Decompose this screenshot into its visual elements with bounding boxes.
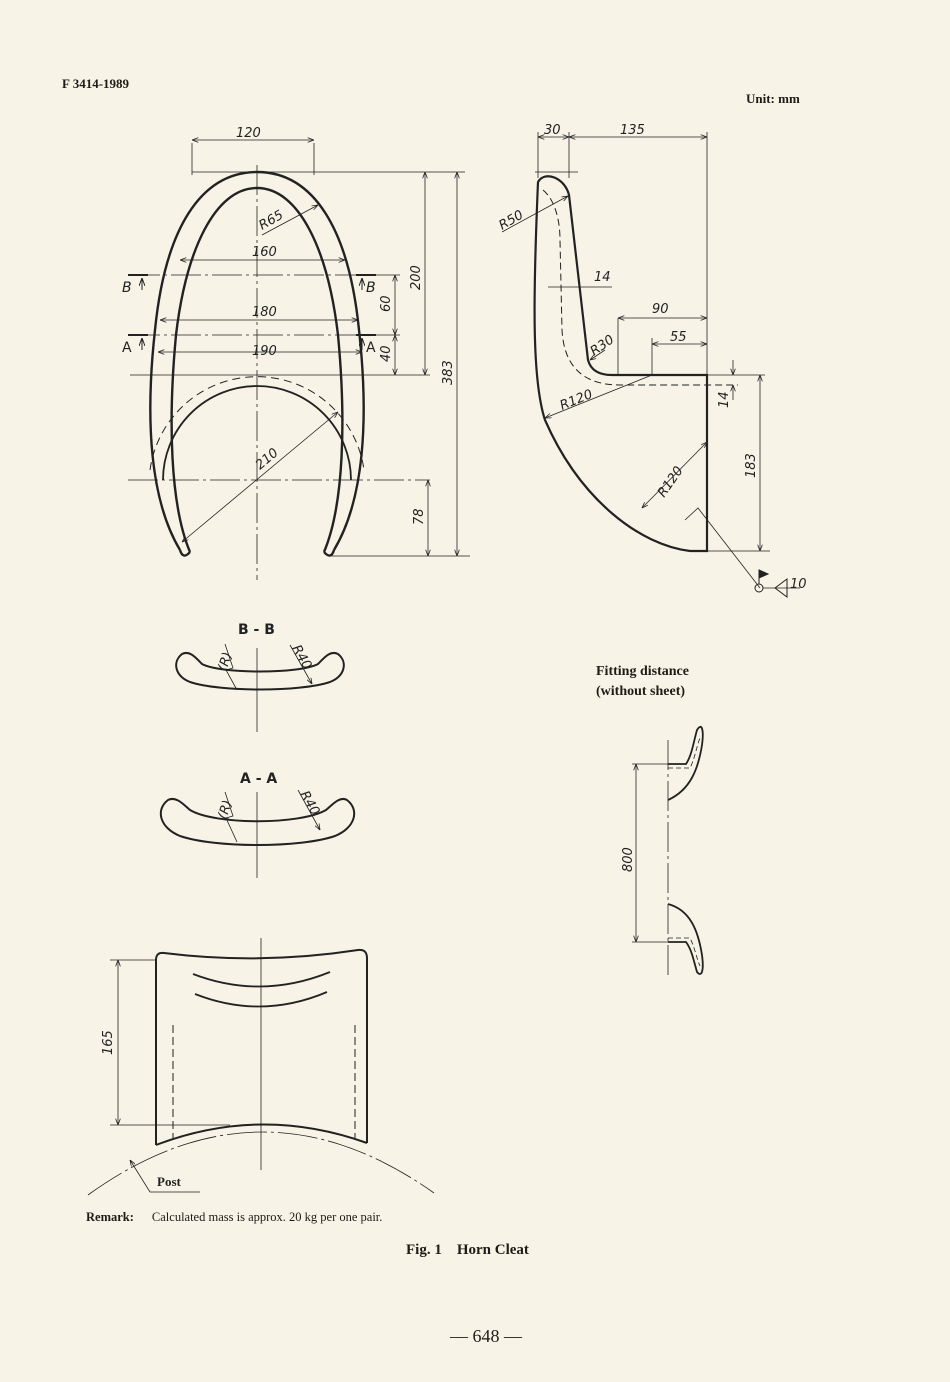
unit-label: Unit: mm: [746, 91, 800, 106]
section-aa-labels: A - A (R) R40: [216, 771, 323, 821]
fitting-title-line2: (without sheet): [596, 684, 686, 699]
remark-label: Remark:: [86, 1210, 134, 1224]
dim-30: 30: [544, 123, 561, 138]
section-mark-b-right: B: [366, 280, 376, 296]
bottom-view: [87, 938, 435, 1196]
figure-caption: Fig. 1 Horn Cleat: [406, 1242, 529, 1258]
weld-size: 10: [790, 577, 807, 592]
section-bb: [175, 643, 345, 732]
remark: Remark: Calculated mass is approx. 20 kg …: [86, 1210, 382, 1225]
page-number: — 648 —: [450, 1326, 522, 1346]
section-mark-b-left: B: [122, 280, 132, 296]
dim-60: 60: [379, 295, 394, 312]
section-bb-radius-r: (R): [216, 650, 236, 673]
dim-r120-upper: R120: [558, 387, 595, 414]
dim-78: 78: [412, 508, 427, 525]
dim-190: 190: [252, 344, 277, 359]
section-bb-title: B - B: [238, 622, 275, 638]
dim-383: 383: [441, 360, 456, 385]
fitting-distance-value: 800: [621, 847, 636, 872]
remark-text: Calculated mass is approx. 20 kg per one…: [151, 1210, 383, 1224]
post-label: Post: [157, 1174, 182, 1189]
dim-40: 40: [379, 345, 394, 362]
dim-14-thickness: 14: [594, 270, 611, 285]
section-mark-a-left: A: [122, 340, 132, 356]
dim-120: 120: [236, 126, 261, 141]
dim-180: 180: [252, 305, 277, 320]
fitting-diagram: [632, 725, 704, 975]
dim-r50: R50: [497, 208, 527, 234]
side-view: [501, 132, 800, 598]
dim-135: 135: [620, 123, 645, 138]
dim-r30: R30: [588, 332, 618, 359]
bottom-view-labels: 165 Post: [101, 1030, 182, 1189]
dim-200: 200: [409, 265, 424, 290]
section-aa: [159, 789, 356, 878]
section-aa-radius-r: (R): [216, 798, 236, 821]
dim-165: 165: [101, 1030, 116, 1055]
section-bb-labels: B - B (R) R40: [216, 622, 315, 673]
dim-14-height: 14: [717, 391, 732, 408]
dim-55: 55: [670, 330, 687, 345]
section-aa-title: A - A: [240, 771, 277, 787]
dim-r120-lower: R120: [655, 464, 687, 500]
fitting-title: Fitting distance (without sheet): [596, 662, 689, 702]
dim-90: 90: [652, 302, 669, 317]
standard-number: F 3414-1989: [62, 76, 130, 91]
dim-160: 160: [252, 245, 277, 260]
section-mark-a-right: A: [366, 340, 376, 356]
dim-183: 183: [744, 453, 759, 478]
front-view: [128, 140, 470, 580]
fitting-title-line1: Fitting distance: [596, 664, 689, 679]
